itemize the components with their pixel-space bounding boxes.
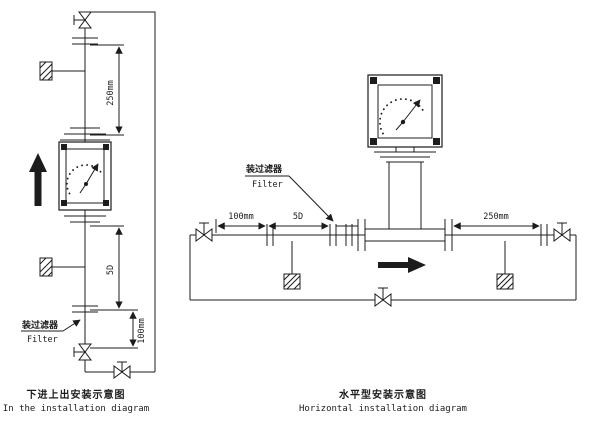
pipe-support-upper bbox=[39, 61, 85, 81]
filter-callout: 装过滤器 Filter bbox=[21, 319, 81, 345]
dimension-label-100mm: 100mm bbox=[137, 318, 147, 344]
flowmeter-gauge bbox=[58, 141, 112, 211]
bypass-loop-pipe bbox=[84, 11, 156, 373]
vertical-caption-cn: 下进上出安装示意图 bbox=[27, 388, 126, 401]
gauge-bolt-icon bbox=[370, 77, 377, 84]
left-shutoff-valve-icon bbox=[195, 222, 213, 242]
gauge-housing bbox=[367, 74, 443, 148]
filter-label-cn: 装过滤器 bbox=[21, 319, 59, 331]
dimension-label-100mm: 100mm bbox=[228, 212, 254, 222]
dimension-label-250mm: 250mm bbox=[106, 80, 116, 106]
vertical-caption-en: In the installation diagram bbox=[3, 404, 149, 414]
pipe-flanges bbox=[60, 37, 110, 313]
gauge-bolt-icon bbox=[433, 138, 440, 145]
flowmeter-body bbox=[365, 147, 445, 242]
vertical-installation-diagram: 250mm 5D 100mm 装过滤器 Filter bbox=[3, 11, 156, 414]
horizontal-caption-cn: 水平型安装示意图 bbox=[338, 388, 427, 401]
filter-label-en: Filter bbox=[252, 180, 283, 190]
filter-label-en: Filter bbox=[27, 335, 58, 345]
flowmeter-gauge bbox=[367, 74, 443, 148]
gauge-needle-icon bbox=[402, 99, 421, 123]
gauge-bolt-icon bbox=[61, 200, 67, 206]
bypass-loop-pipe bbox=[189, 235, 577, 301]
dimension-100mm: 100mm bbox=[215, 212, 266, 233]
gauge-pivot bbox=[400, 119, 406, 125]
horizontal-installation-diagram: 100mm 5D 250mm 装过滤器 Filter 水平型安装示意图 Hori… bbox=[189, 74, 577, 414]
gauge-bolt-icon bbox=[370, 138, 377, 145]
pipe-flanges bbox=[266, 219, 548, 251]
gauge-bolt-icon bbox=[61, 144, 67, 150]
gauge-bolt-icon bbox=[103, 200, 109, 206]
dimension-label-250mm: 250mm bbox=[483, 212, 509, 222]
gauge-needle-icon bbox=[85, 163, 99, 185]
bypass-valve-icon bbox=[113, 361, 131, 379]
dimension-250mm: 250mm bbox=[453, 212, 540, 230]
right-shutoff-valve-icon bbox=[553, 222, 571, 242]
gauge-pivot bbox=[84, 182, 88, 186]
flow-direction-arrow-up bbox=[29, 153, 47, 206]
top-shutoff-valve-icon bbox=[73, 11, 92, 29]
filter-callout: 装过滤器 Filter bbox=[245, 163, 334, 222]
gauge-dial-face bbox=[65, 148, 105, 204]
gauge-housing bbox=[58, 141, 112, 211]
bypass-valve-icon bbox=[374, 287, 392, 307]
gauge-bolt-icon bbox=[433, 77, 440, 84]
dimension-5d: 5D bbox=[268, 212, 329, 230]
pipe-support-lower bbox=[39, 257, 85, 277]
gauge-dial-face bbox=[377, 84, 433, 139]
dimension-250mm: 250mm bbox=[90, 44, 124, 136]
pipe-support-right bbox=[496, 241, 514, 290]
bottom-shutoff-valve-icon bbox=[73, 343, 92, 361]
filter-leader-arrow bbox=[62, 319, 81, 332]
dimension-label-5d: 5D bbox=[106, 265, 116, 275]
flow-direction-arrow-right bbox=[378, 257, 426, 273]
pipe-support-left bbox=[283, 241, 301, 290]
gauge-bolt-icon bbox=[103, 144, 109, 150]
horizontal-caption-en: Horizontal installation diagram bbox=[299, 404, 467, 414]
filter-leader-arrow bbox=[288, 175, 334, 222]
filter-label-cn: 装过滤器 bbox=[245, 163, 283, 175]
dimension-label-5d: 5D bbox=[293, 212, 303, 222]
dimension-100mm: 100mm bbox=[90, 311, 147, 349]
dimension-5d: 5D bbox=[90, 225, 138, 311]
